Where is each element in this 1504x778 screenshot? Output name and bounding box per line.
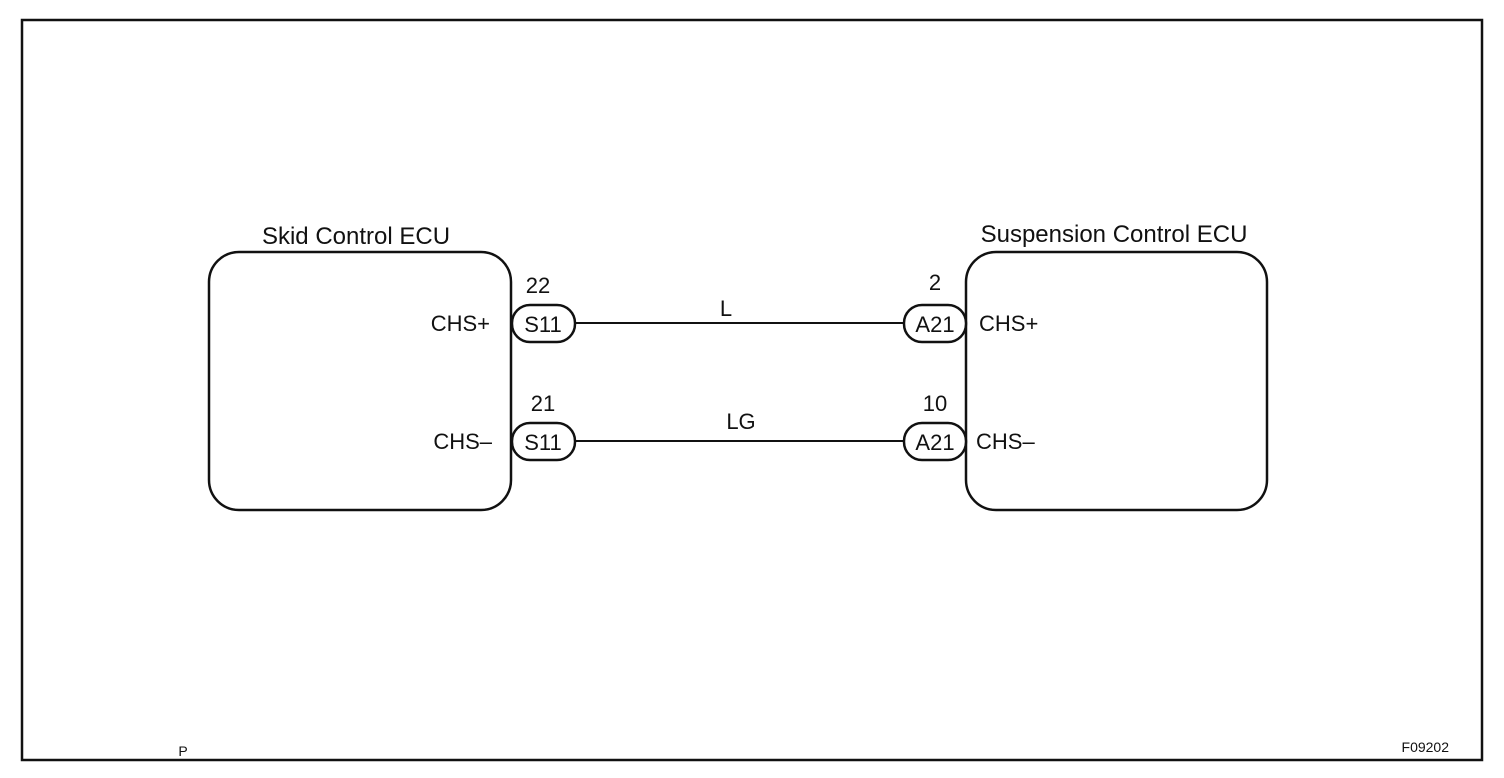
suspension-control-ecu-title: Suspension Control ECU <box>981 221 1248 248</box>
pin-number-10: 10 <box>923 391 947 416</box>
right-terminal-chs-minus: CHS– <box>976 429 1035 454</box>
pin-number-22: 22 <box>526 273 550 298</box>
connector-label-s11-bottom: S11 <box>524 430 562 455</box>
right-terminal-chs-plus: CHS+ <box>979 311 1038 336</box>
connector-label-a21-bottom: A21 <box>915 430 954 455</box>
pin-number-21: 21 <box>531 391 555 416</box>
connector-s11-pin21 <box>510 421 577 462</box>
wire-color-lg: LG <box>726 409 755 434</box>
figure-code: F09202 <box>1402 739 1450 755</box>
diagram-frame <box>20 18 1484 762</box>
connector-label-a21-top: A21 <box>915 312 954 337</box>
skid-control-ecu-title: Skid Control ECU <box>262 223 450 250</box>
connector-a21-pin2 <box>902 303 968 344</box>
suspension-control-ecu-box <box>964 250 1269 512</box>
connector-a21-pin10 <box>902 421 968 462</box>
left-terminal-chs-plus: CHS+ <box>431 311 490 336</box>
left-terminal-chs-minus: CHS– <box>433 429 492 454</box>
wire-color-l: L <box>720 296 732 321</box>
connector-label-s11-top: S11 <box>524 312 562 337</box>
pin-number-2: 2 <box>929 270 941 295</box>
skid-control-ecu-box <box>207 250 513 512</box>
connector-s11-pin22 <box>510 303 577 344</box>
footer-left-mark: P <box>178 743 187 759</box>
